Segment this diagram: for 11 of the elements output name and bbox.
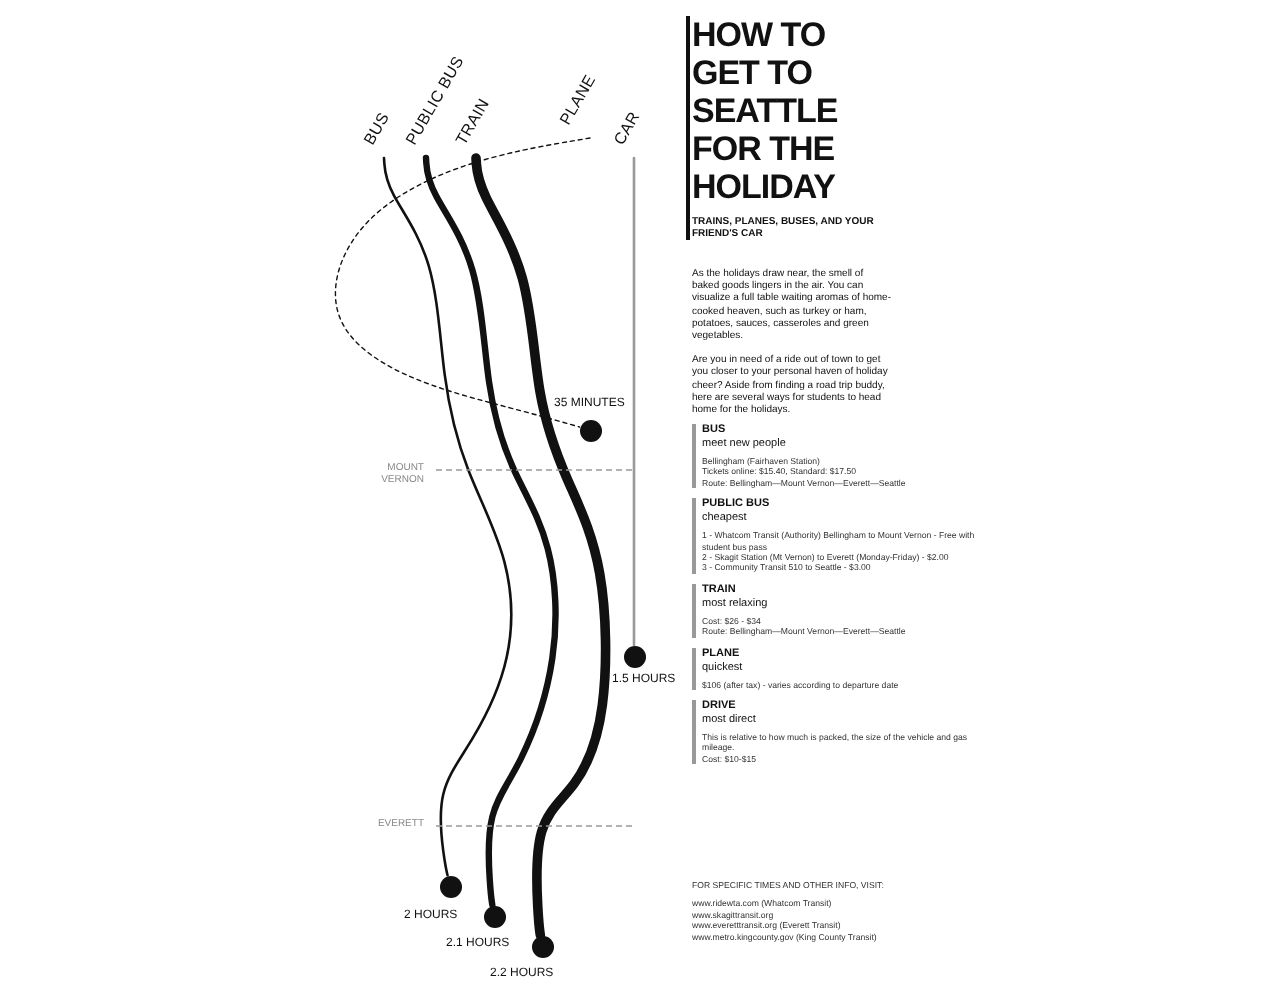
- endpoint-dot: [531, 935, 553, 957]
- route-line: [471, 153, 611, 940]
- endpoint-dot: [483, 905, 505, 927]
- route-line: [382, 156, 513, 877]
- endpoint-dot: [579, 419, 601, 441]
- dashed-route-line: [334, 137, 591, 428]
- endpoint-dot: [439, 875, 461, 897]
- route-line: [422, 154, 559, 909]
- endpoint-dot: [623, 645, 645, 667]
- route-line: [632, 156, 636, 647]
- title: HOW TO GET TO SEATTLE FOR THE HOLIDAY: [692, 16, 840, 206]
